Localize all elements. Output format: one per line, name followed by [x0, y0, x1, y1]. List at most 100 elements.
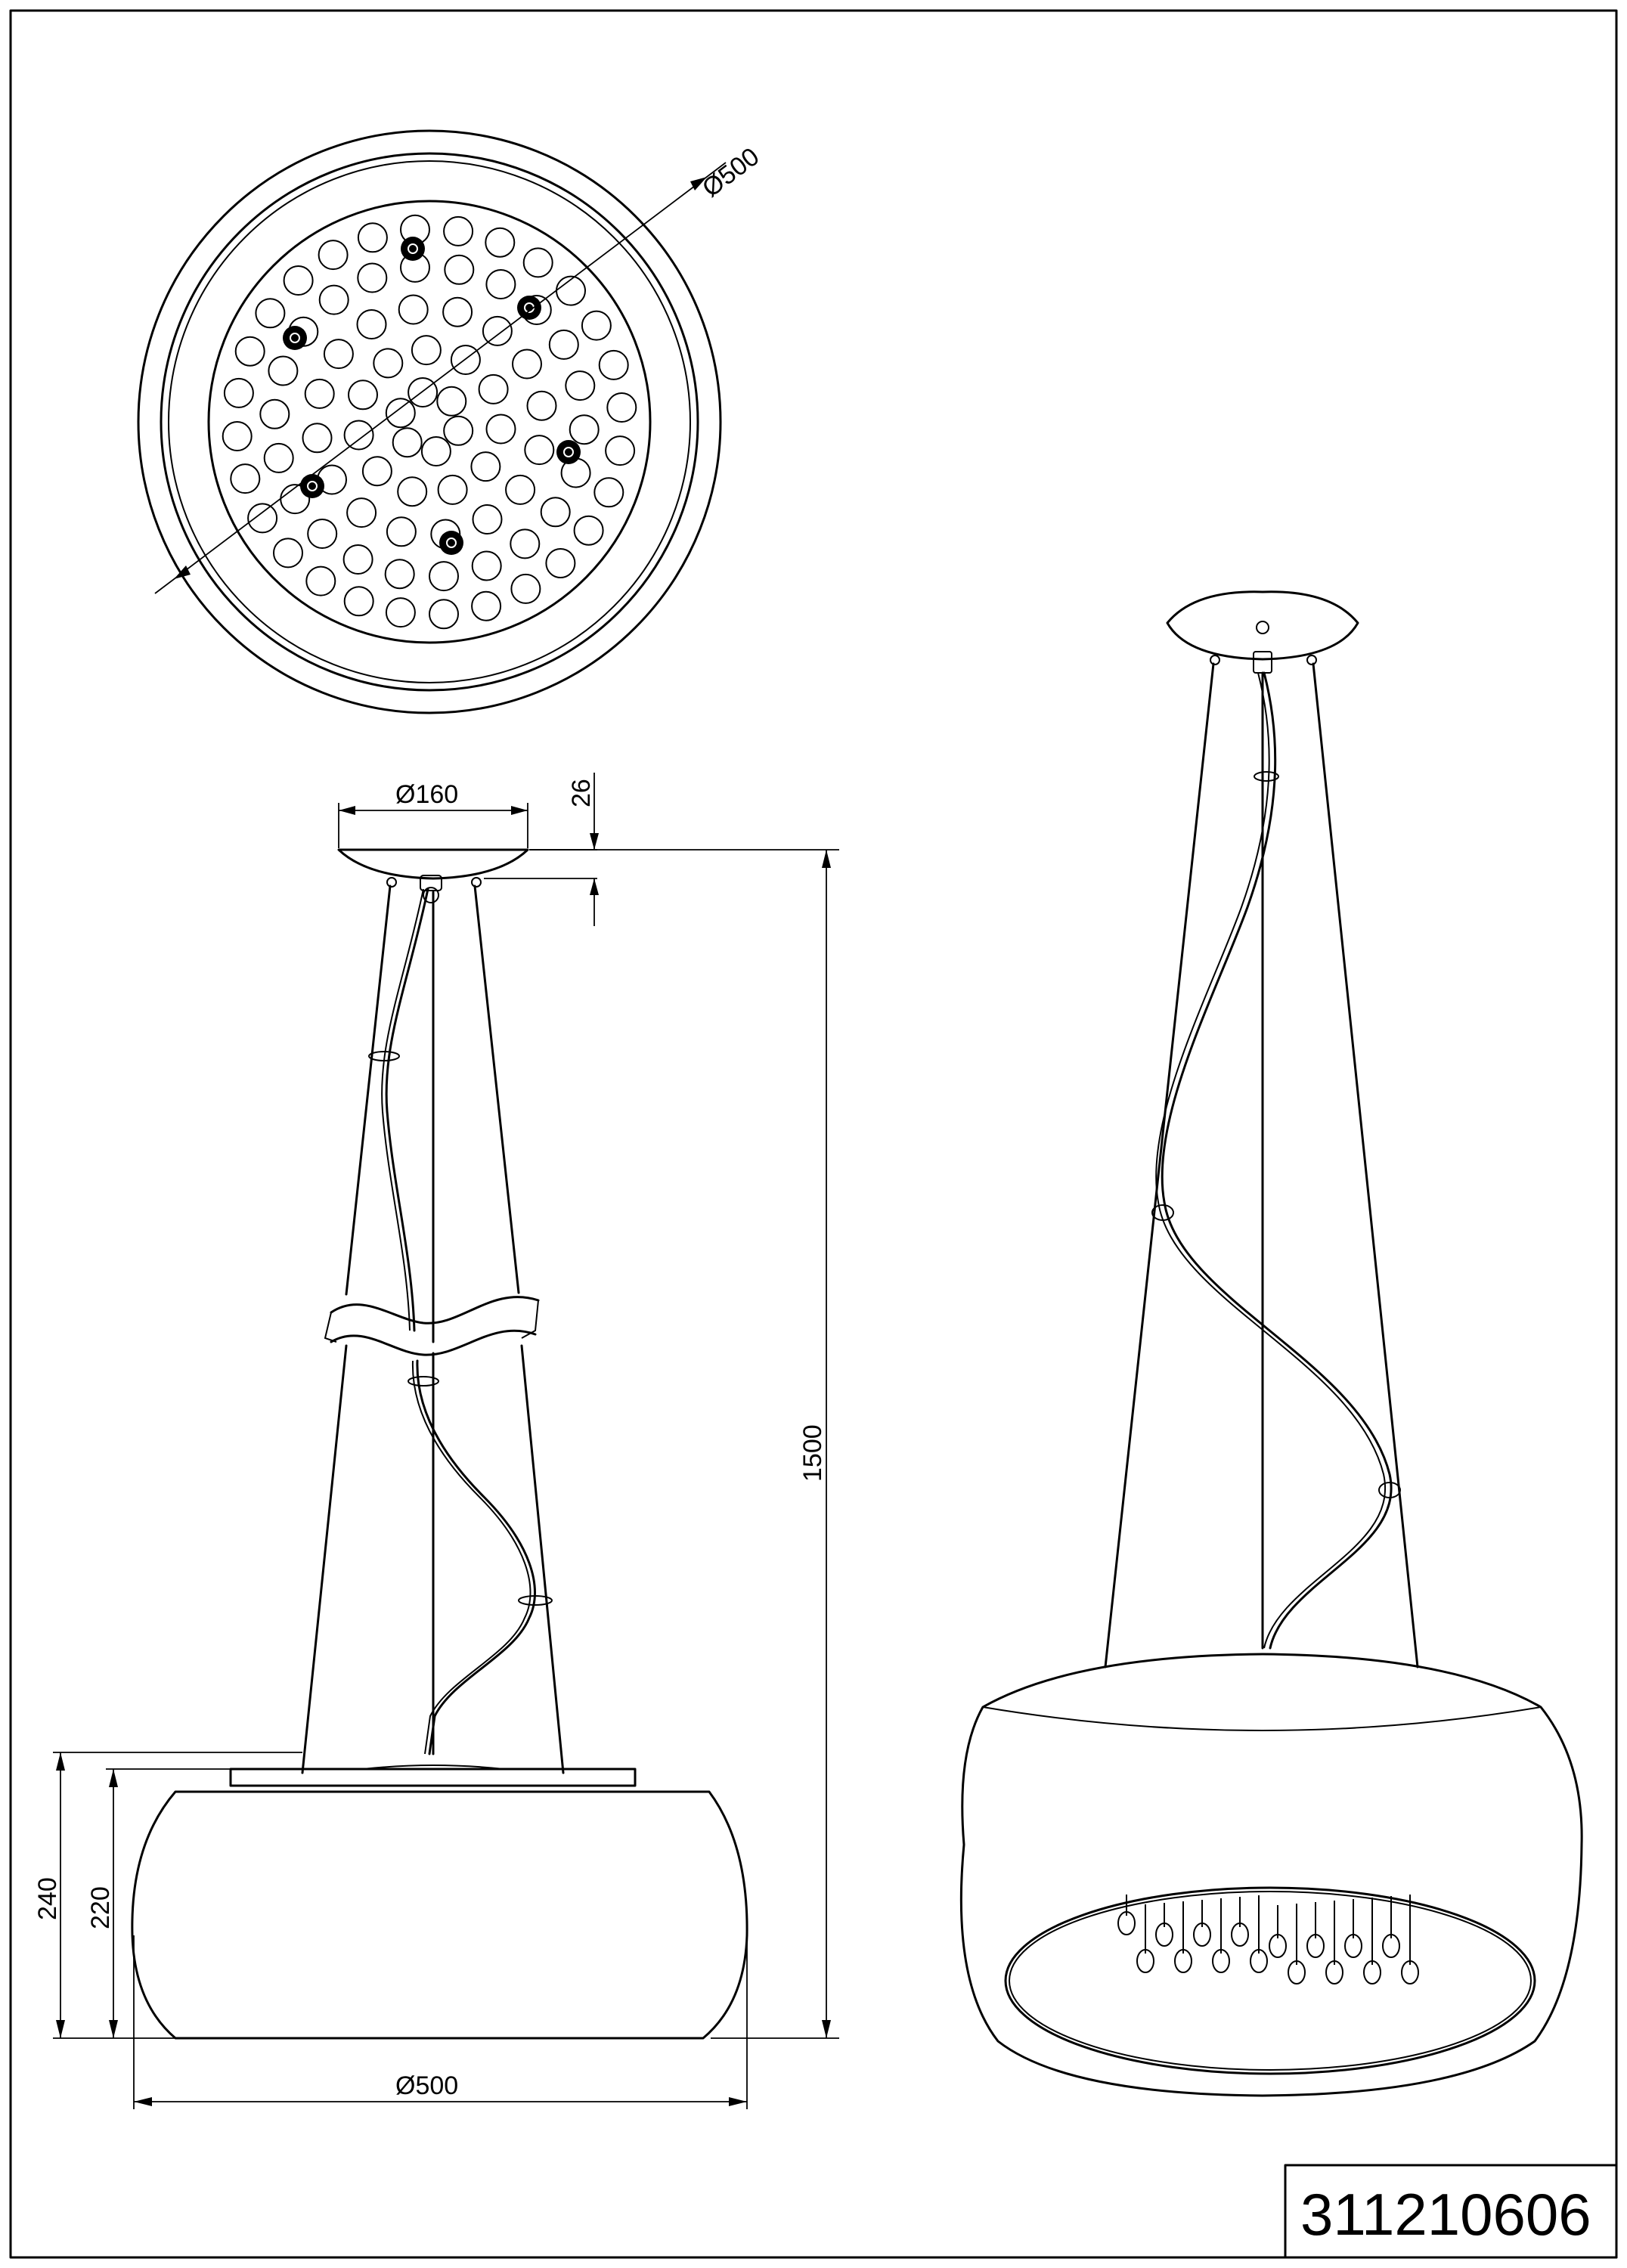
shade-inner-height-dimension: 220 — [86, 1768, 231, 2038]
crystal-drop — [444, 254, 475, 285]
crystal-drop — [385, 398, 416, 429]
hanging-crystal — [1325, 1960, 1343, 1984]
crystal-drop — [443, 215, 474, 246]
shade-bottom-opening — [1004, 1886, 1536, 2075]
crystal-drop — [255, 298, 286, 329]
crystal-drop — [357, 222, 388, 253]
crystal-drop — [263, 442, 294, 473]
perspective-power-cable — [1161, 671, 1393, 1650]
crystal-drop — [398, 294, 429, 325]
bulb-socket-highlight — [563, 447, 574, 457]
crystal-drop — [384, 559, 415, 590]
crystal-drop — [548, 329, 579, 360]
perspective-wire-right — [1312, 662, 1419, 1668]
crystal-drop — [268, 355, 299, 386]
hanging-crystal — [1306, 1934, 1325, 1958]
crystal-drop — [510, 573, 541, 604]
bulb-socket — [439, 531, 463, 555]
crystal-drop — [565, 370, 596, 401]
crystal-drop — [429, 561, 459, 592]
perspective-wire-left — [1104, 662, 1215, 1668]
crystal-drop — [346, 497, 377, 528]
break-mark — [330, 1296, 540, 1325]
shade-outer-height-dimension: 240 — [33, 1752, 302, 2039]
crystal-drop — [373, 348, 404, 379]
crystal-drop — [385, 597, 416, 628]
crystal-drop — [302, 423, 333, 454]
title-block: 311210606 — [1284, 2164, 1618, 2259]
hanging-crystals — [1117, 1895, 1419, 1984]
crystal-drop — [442, 296, 473, 327]
hanging-crystal — [1212, 1949, 1230, 1973]
bulb-socket-highlight — [290, 333, 300, 343]
power-cable-upper — [385, 888, 429, 1332]
crystal-drop — [581, 310, 612, 341]
crystal-drop — [510, 528, 541, 559]
suspension-wire-right — [473, 885, 520, 1294]
crystal-drop — [318, 240, 349, 271]
top-view: Ø500 — [137, 129, 764, 714]
crystal-drop — [569, 414, 600, 445]
crystal-drop — [556, 275, 586, 306]
crystal-drop — [318, 284, 349, 315]
top-view-rim-inner — [160, 152, 699, 692]
crystal-drop — [593, 477, 624, 508]
crystal-drop — [485, 414, 516, 445]
crystal-drop — [222, 421, 253, 451]
crystal-drop — [361, 456, 392, 487]
crystal-drops — [222, 214, 637, 630]
total-height-label: 1500 — [798, 1424, 827, 1482]
crystal-drop — [512, 349, 542, 380]
bulb-socket — [283, 326, 307, 350]
crystal-drop — [573, 515, 604, 546]
top-view-rim-inner-2 — [168, 160, 691, 683]
top-view-crystal-area — [207, 200, 652, 644]
bulb-socket-highlight — [307, 481, 318, 491]
crystal-drop — [397, 476, 428, 507]
hanging-crystal — [1382, 1934, 1400, 1958]
shade-inner-height-label: 220 — [86, 1886, 115, 1929]
side-view: Ø160 26 1500 240 — [33, 773, 839, 2109]
hanging-crystal — [1193, 1923, 1211, 1947]
bulb-socket — [517, 296, 541, 320]
crystal-drop — [304, 378, 335, 409]
hanging-crystal — [1155, 1923, 1173, 1947]
crystal-drop — [485, 227, 516, 258]
crystal-drop — [357, 262, 388, 293]
shade-outer-height-label: 240 — [33, 1877, 62, 1920]
crystal-drop — [234, 336, 265, 367]
crystal-drop — [472, 504, 503, 534]
crystal-drop — [356, 309, 387, 339]
crystal-drop — [386, 516, 417, 547]
bulb-socket — [556, 440, 581, 464]
page-border — [9, 9, 1618, 2259]
title-block-box — [1284, 2164, 1618, 2259]
crystal-drop — [283, 265, 314, 296]
power-cable-lower — [416, 1359, 536, 1755]
crystal-drop — [343, 586, 374, 617]
bulb-socket — [300, 474, 324, 498]
crystal-drop — [273, 538, 303, 569]
crystal-drop — [606, 392, 637, 423]
crystal-drop — [450, 345, 481, 375]
hanging-crystal — [1174, 1949, 1192, 1973]
crystal-drop — [307, 519, 338, 549]
crystal-drop — [485, 269, 516, 299]
crystal-drop — [408, 377, 439, 407]
canopy-height-label: 26 — [567, 779, 596, 807]
bulb-socket-highlight — [446, 538, 457, 548]
perspective-canopy — [1166, 590, 1359, 661]
crystal-drop — [482, 315, 513, 346]
crystal-drop — [323, 339, 354, 370]
crystal-drop — [305, 565, 336, 596]
bulb-socket — [401, 237, 425, 261]
top-view-diameter-dimension: Ø500 — [154, 142, 764, 594]
hanging-crystal — [1344, 1934, 1362, 1958]
crystal-drop — [230, 463, 261, 494]
crystal-drop — [522, 247, 553, 278]
total-height-dimension: 1500 — [529, 849, 839, 2039]
crystal-drop — [411, 335, 442, 366]
crystal-drop — [223, 377, 254, 408]
crystal-drop — [443, 415, 474, 446]
crystal-drop — [342, 544, 373, 575]
